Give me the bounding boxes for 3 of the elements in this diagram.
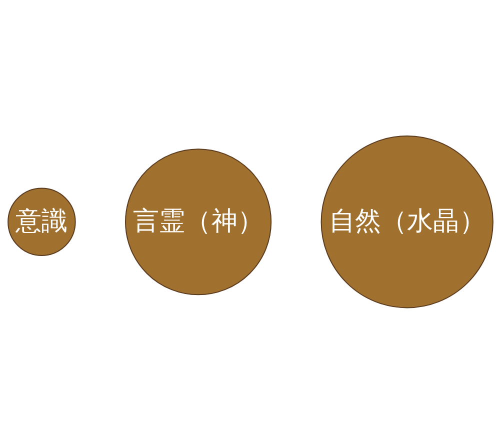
node-circle: 自然（水晶） [320, 136, 494, 308]
node-circle: 言霊（神） [125, 148, 272, 296]
node-circle: 意識 [8, 188, 76, 256]
